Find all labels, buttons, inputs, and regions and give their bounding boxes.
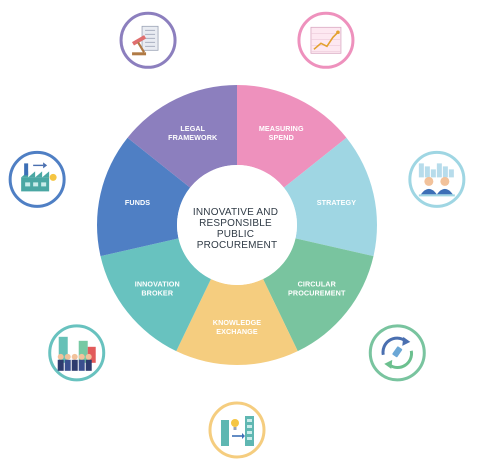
segment-innovation-broker xyxy=(100,238,211,352)
city-building xyxy=(448,169,454,178)
circular-arrows-icon xyxy=(368,324,426,382)
building-window xyxy=(247,425,252,428)
crowd-head xyxy=(78,353,85,360)
segment-circular-procurement xyxy=(263,238,374,352)
exchange-arrow-head xyxy=(242,433,245,439)
lightbulb xyxy=(49,173,57,181)
person-head xyxy=(424,176,434,186)
center-title-line-1: INNOVATIVE AND xyxy=(193,207,278,218)
segment-measuring-spend xyxy=(237,85,347,188)
segment-label-funds-line-1: FUNDS xyxy=(125,198,150,207)
lightbulb-exchange-icon-ring xyxy=(208,401,266,459)
city-building xyxy=(418,163,424,178)
factory-chimney xyxy=(24,163,29,176)
crowd-body xyxy=(78,359,85,371)
segment-label-funds: FUNDS xyxy=(125,198,150,207)
city-building xyxy=(442,166,448,178)
segment-label-legal-framework-line-1: LEGAL xyxy=(180,124,205,133)
city-building xyxy=(87,346,96,363)
factory-funds-icon xyxy=(8,150,66,208)
crowd-body xyxy=(85,359,92,371)
chart-trend-line xyxy=(313,31,339,50)
city-building xyxy=(430,169,436,178)
bottle xyxy=(392,346,403,358)
factory-window xyxy=(41,182,47,187)
chart-point xyxy=(336,30,340,35)
crowd-head xyxy=(85,353,92,360)
center-title-line-3: PUBLIC xyxy=(217,229,254,240)
factory-window xyxy=(33,182,39,187)
crowd-body xyxy=(64,359,71,371)
segment-label-innovation-broker-line-1: INNOVATION xyxy=(135,280,180,289)
segment-label-measuring-spend-line-1: MEASURING xyxy=(259,124,304,133)
crowd-body xyxy=(71,359,78,371)
chart-panel xyxy=(310,26,342,54)
arrow-head-bottom xyxy=(384,359,393,369)
person-body xyxy=(420,188,437,195)
center-title-line-2: RESPONSIBLE xyxy=(199,218,272,229)
crowd-head xyxy=(57,353,64,360)
table-edge xyxy=(418,194,455,197)
city-building xyxy=(436,163,442,178)
segment-label-strategy: STRATEGY xyxy=(317,198,357,207)
segment-label-strategy-line-1: STRATEGY xyxy=(317,198,357,207)
segment-label-knowledge-exchange-line-1: KNOWLEDGE xyxy=(213,318,262,327)
people-city-meeting-icon xyxy=(408,150,466,208)
city-building xyxy=(78,340,88,363)
arrow-arc-top xyxy=(381,336,407,356)
segment-label-innovation-broker-line-2: BROKER xyxy=(141,289,173,298)
lightbulb xyxy=(231,419,239,427)
building-window xyxy=(247,419,252,422)
city-building xyxy=(58,336,68,363)
icons-layer xyxy=(8,11,466,459)
building-window xyxy=(247,431,252,434)
gavel-head xyxy=(131,35,147,46)
segment-label-circular-procurement-line-2: PROCUREMENT xyxy=(288,289,346,298)
people-city-crowd-icon xyxy=(48,324,106,382)
arrow-head-top xyxy=(402,336,411,346)
center-circle xyxy=(177,165,297,285)
factory-arrow-head xyxy=(43,162,48,169)
legal-scales-document-icon xyxy=(119,11,177,69)
crowd-head xyxy=(64,353,71,360)
factory-window xyxy=(25,182,31,187)
lightbulb-base xyxy=(233,427,237,430)
building-window xyxy=(247,437,252,440)
gavel-base xyxy=(132,52,147,56)
segment-label-legal-framework-line-2: FRAMEWORK xyxy=(168,133,218,142)
crowd-body xyxy=(57,359,64,371)
segment-strategy xyxy=(283,137,378,257)
building-left xyxy=(221,420,229,446)
segment-legal-framework xyxy=(127,85,237,188)
people-city-meeting-icon-ring xyxy=(408,150,466,208)
lightbulb-exchange-icon xyxy=(208,401,266,459)
segment-knowledge-exchange xyxy=(176,279,298,366)
segment-label-circular-procurement-line-1: CIRCULAR xyxy=(298,280,337,289)
crowd-head xyxy=(71,353,78,360)
city-building xyxy=(424,166,430,178)
segment-funds xyxy=(97,137,191,257)
center-title: INNOVATIVE AND RESPONSIBLE PUBLIC PROCUR… xyxy=(193,207,281,251)
center-title-line-4: PROCUREMENT xyxy=(197,240,278,251)
person-head xyxy=(440,176,450,186)
gavel-handle xyxy=(137,41,145,53)
segment-label-knowledge-exchange-line-2: EXCHANGE xyxy=(216,327,258,336)
segment-label-measuring-spend-line-2: SPEND xyxy=(269,133,294,142)
arrow-arc-bottom xyxy=(388,350,414,370)
line-chart-icon xyxy=(297,11,355,69)
person-body xyxy=(436,188,453,195)
